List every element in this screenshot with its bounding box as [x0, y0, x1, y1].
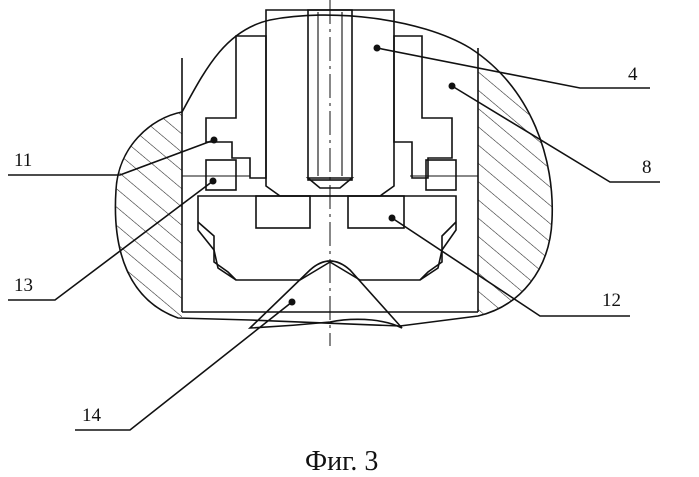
- label-8: 8: [642, 157, 652, 178]
- figure-caption: Фиг. 3: [305, 446, 378, 477]
- housing-hatch: [100, 0, 568, 320]
- leader-11: [8, 140, 214, 175]
- insert-right: [348, 196, 404, 228]
- label-4: 4: [628, 64, 638, 85]
- insert-left: [256, 196, 310, 228]
- label-11: 11: [14, 150, 32, 171]
- disc: [198, 196, 456, 280]
- channel-right: [426, 160, 456, 190]
- leader-14: [75, 302, 292, 430]
- label-12: 12: [602, 290, 621, 311]
- disc-gap: [198, 222, 456, 280]
- label-14: 14: [82, 405, 102, 426]
- leader-4: [377, 48, 650, 88]
- channel-left: [206, 160, 236, 190]
- label-13: 13: [14, 275, 33, 296]
